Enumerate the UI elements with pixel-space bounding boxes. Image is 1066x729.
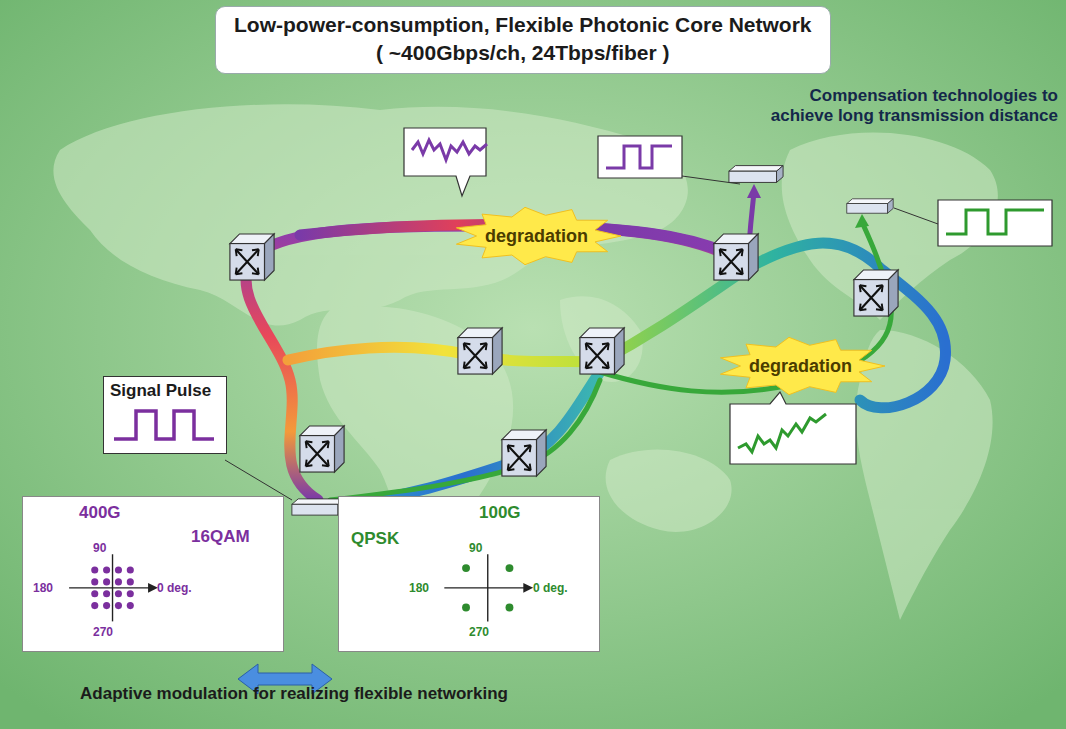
axis-label: 270 <box>93 625 113 639</box>
degradation-burst: degradation <box>452 206 622 266</box>
constellation-panel: 100G QPSK 90 180 0 deg. 270 <box>338 496 600 652</box>
signal-pulse-label: Signal Pulse <box>110 381 220 401</box>
axis-label: 180 <box>409 581 429 595</box>
pulse-waveform <box>110 401 218 447</box>
modulation-label: QPSK <box>351 529 399 549</box>
axis-label: 0 deg. <box>533 581 568 595</box>
subtitle-text: ( ~400Gbps/ch, 24Tbps/fiber ) <box>234 39 812 67</box>
starburst-outline <box>456 207 621 264</box>
degradation-text: degradation <box>749 356 852 377</box>
axis-label: 90 <box>93 541 106 555</box>
axis-label: 0 deg. <box>157 581 192 595</box>
rate-label: 100G <box>479 503 521 523</box>
adaptive-modulation-note: Adaptive modulation for realizing flexib… <box>64 684 524 704</box>
degradation-burst: degradation <box>716 336 886 396</box>
starburst-outline <box>720 337 885 394</box>
constellation-plot <box>23 497 283 651</box>
modulation-label: 16QAM <box>191 527 250 547</box>
rate-label: 400G <box>79 503 121 523</box>
degradation-text: degradation <box>485 226 588 247</box>
axis-label: 270 <box>469 625 489 639</box>
title-text: Low-power-consumption, Flexible Photonic… <box>234 11 812 39</box>
axis-label: 180 <box>33 581 53 595</box>
constellation-panel: 400G 16QAM 90 180 0 deg. 270 <box>22 496 284 652</box>
axis-label: 90 <box>469 541 482 555</box>
signal-pulse-box: Signal Pulse <box>103 376 227 454</box>
compensation-note: Compensation technologies to achieve lon… <box>758 86 1058 126</box>
title-box: Low-power-consumption, Flexible Photonic… <box>215 6 831 74</box>
